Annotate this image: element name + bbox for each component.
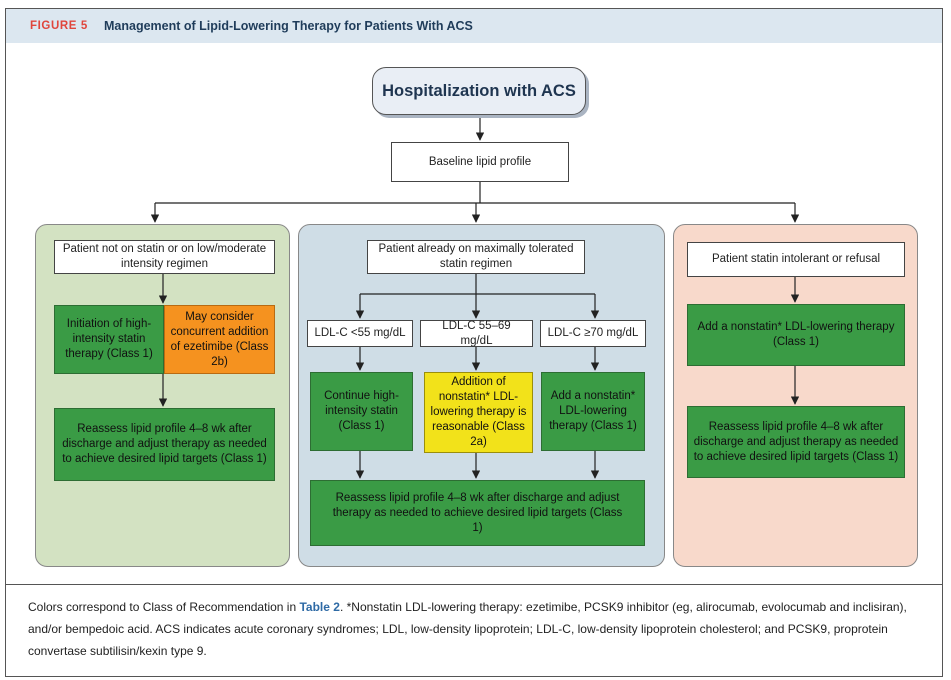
right-reassess-node: Reassess lipid profile 4–8 wk after disc… xyxy=(687,406,905,478)
baseline-lipid-node: Baseline lipid profile xyxy=(391,142,569,182)
figure-frame xyxy=(5,8,943,677)
figure-title: Management of Lipid-Lowering Therapy for… xyxy=(104,19,473,33)
table-2-link[interactable]: Table 2 xyxy=(299,600,340,614)
right-add-nonstatin-node: Add a nonstatin* LDL-lowering therapy (C… xyxy=(687,304,905,366)
figure-header: FIGURE 5 Management of Lipid-Lowering Th… xyxy=(6,9,942,43)
figure-label: FIGURE 5 xyxy=(30,20,88,32)
right-header-node: Patient statin intolerant or refusal xyxy=(687,242,905,277)
continue-statin-node: Continue high-intensity statin (Class 1) xyxy=(310,372,413,451)
middle-reassess-node: Reassess lipid profile 4–8 wk after disc… xyxy=(310,480,645,546)
ldl-over-70-node: LDL-C ≥70 mg/dL xyxy=(540,320,646,347)
caption-text: . *Nonstatin LDL-lowering therapy: ezeti… xyxy=(28,600,907,658)
left-header-node: Patient not on statin or on low/moderate… xyxy=(54,240,275,274)
addition-nonstatin-node: Addition of nonstatin* LDL-lowering ther… xyxy=(424,372,533,453)
figure-caption: Colors correspond to Class of Recommenda… xyxy=(28,596,928,662)
caption-prefix: Colors correspond to Class of Recommenda… xyxy=(28,600,300,614)
ldl-55-69-node: LDL-C 55–69 mg/dL xyxy=(420,320,533,347)
hospitalization-node: Hospitalization with ACS xyxy=(372,67,586,115)
caption-divider xyxy=(6,584,942,585)
ezetimibe-node: May consider concurrent addition of ezet… xyxy=(164,305,275,374)
initiation-statin-node: Initiation of high-intensity statin ther… xyxy=(54,305,164,374)
ldl-under-55-node: LDL-C <55 mg/dL xyxy=(307,320,413,347)
add-nonstatin-node: Add a nonstatin* LDL-lowering therapy (C… xyxy=(541,372,645,451)
left-reassess-node: Reassess lipid profile 4–8 wk after disc… xyxy=(54,408,275,481)
middle-header-node: Patient already on maximally tolerated s… xyxy=(367,240,585,274)
